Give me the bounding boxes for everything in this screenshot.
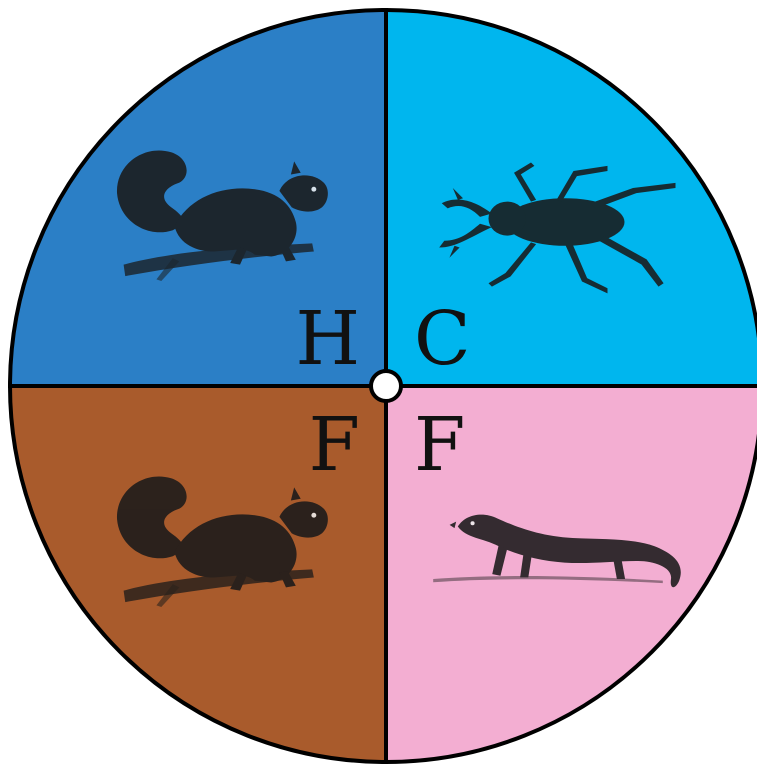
quadrant-label-bottom-right: F	[414, 402, 465, 488]
quadrant-label-top-left: H	[295, 296, 360, 382]
quadrant-label-bottom-left: F	[309, 402, 360, 488]
wheel-outline	[8, 8, 757, 764]
center-pivot	[369, 369, 403, 403]
quadrant-label-top-right: C	[414, 296, 471, 382]
